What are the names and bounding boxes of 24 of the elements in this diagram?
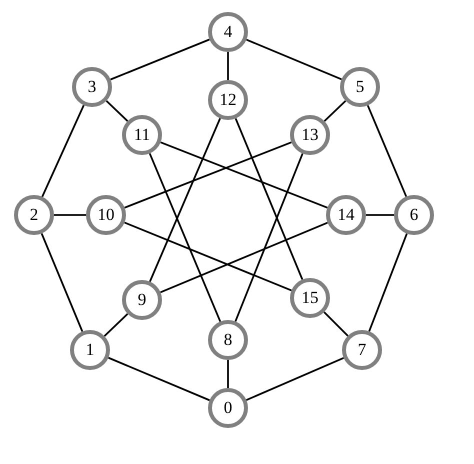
connector-line <box>160 141 328 209</box>
connector-line <box>234 118 304 280</box>
connector-line <box>108 356 210 402</box>
connector-line <box>40 233 84 332</box>
connector-line <box>124 141 292 209</box>
connector-line <box>324 312 348 336</box>
connector-line <box>41 104 85 198</box>
connector-line <box>366 105 408 197</box>
connector-line <box>234 153 304 322</box>
connector-line <box>124 222 292 292</box>
connector-line <box>149 118 221 282</box>
connector-line <box>246 357 344 401</box>
connector-line <box>110 38 210 80</box>
connector-line <box>246 38 342 80</box>
connector-line <box>368 233 408 332</box>
connector-line <box>148 153 222 322</box>
connector-line <box>104 313 128 337</box>
connector-line <box>160 222 328 294</box>
connector-line <box>366 214 394 216</box>
connector-line <box>324 100 346 122</box>
connector-line <box>54 214 86 216</box>
connector-line <box>227 360 229 388</box>
connector-line <box>106 100 128 122</box>
connector-line <box>227 52 229 80</box>
